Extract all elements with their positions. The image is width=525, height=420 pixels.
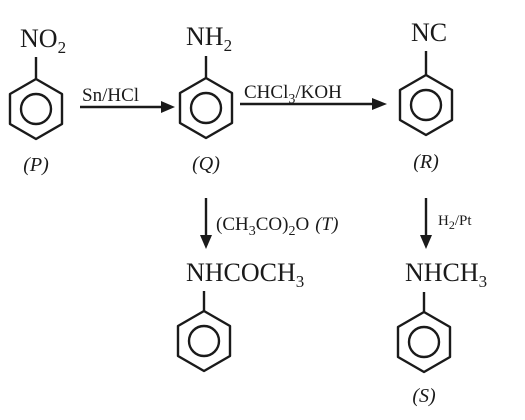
compound-acetanilide-formula: NHCOCH3 xyxy=(186,258,304,291)
benzene-ring-icon xyxy=(176,309,232,373)
compound-q-formula: NH2 xyxy=(186,22,232,55)
compound-r-label: (R) xyxy=(413,151,439,173)
compound-p-formula: NO2 xyxy=(20,24,66,57)
reagent-h2-pt: H2/Pt xyxy=(438,213,472,232)
compound-acetanilide: NHCOCH3 xyxy=(176,258,304,373)
compound-s: NHCH3 (S) xyxy=(396,258,487,407)
compound-s-label: (S) xyxy=(412,385,436,407)
compound-s-formula: NHCH3 xyxy=(405,258,487,291)
compound-p: NO2 (P) xyxy=(8,24,66,176)
arrow-q-to-acetanilide xyxy=(200,198,212,249)
compound-q: NH2 (Q) xyxy=(178,22,234,175)
compound-p-label: (P) xyxy=(23,154,49,176)
reagent-acetic-anhydride: (CH3CO)2O(T) xyxy=(216,214,338,239)
arrow-p-to-q xyxy=(80,101,175,113)
compound-r: NC (R) xyxy=(398,18,454,173)
arrow-r-to-s xyxy=(420,198,432,249)
reagent-sn-hcl: Sn/HCl xyxy=(82,85,139,106)
benzene-ring-icon xyxy=(398,73,454,137)
compound-r-formula: NC xyxy=(411,18,447,47)
benzene-ring-icon xyxy=(8,77,64,141)
reagent-chcl3-koh: CHCl3/KOH xyxy=(244,82,342,107)
compound-q-label: (Q) xyxy=(192,153,220,175)
arrow-q-to-r xyxy=(240,98,387,110)
benzene-ring-icon xyxy=(178,76,234,140)
benzene-ring-icon xyxy=(396,310,452,374)
